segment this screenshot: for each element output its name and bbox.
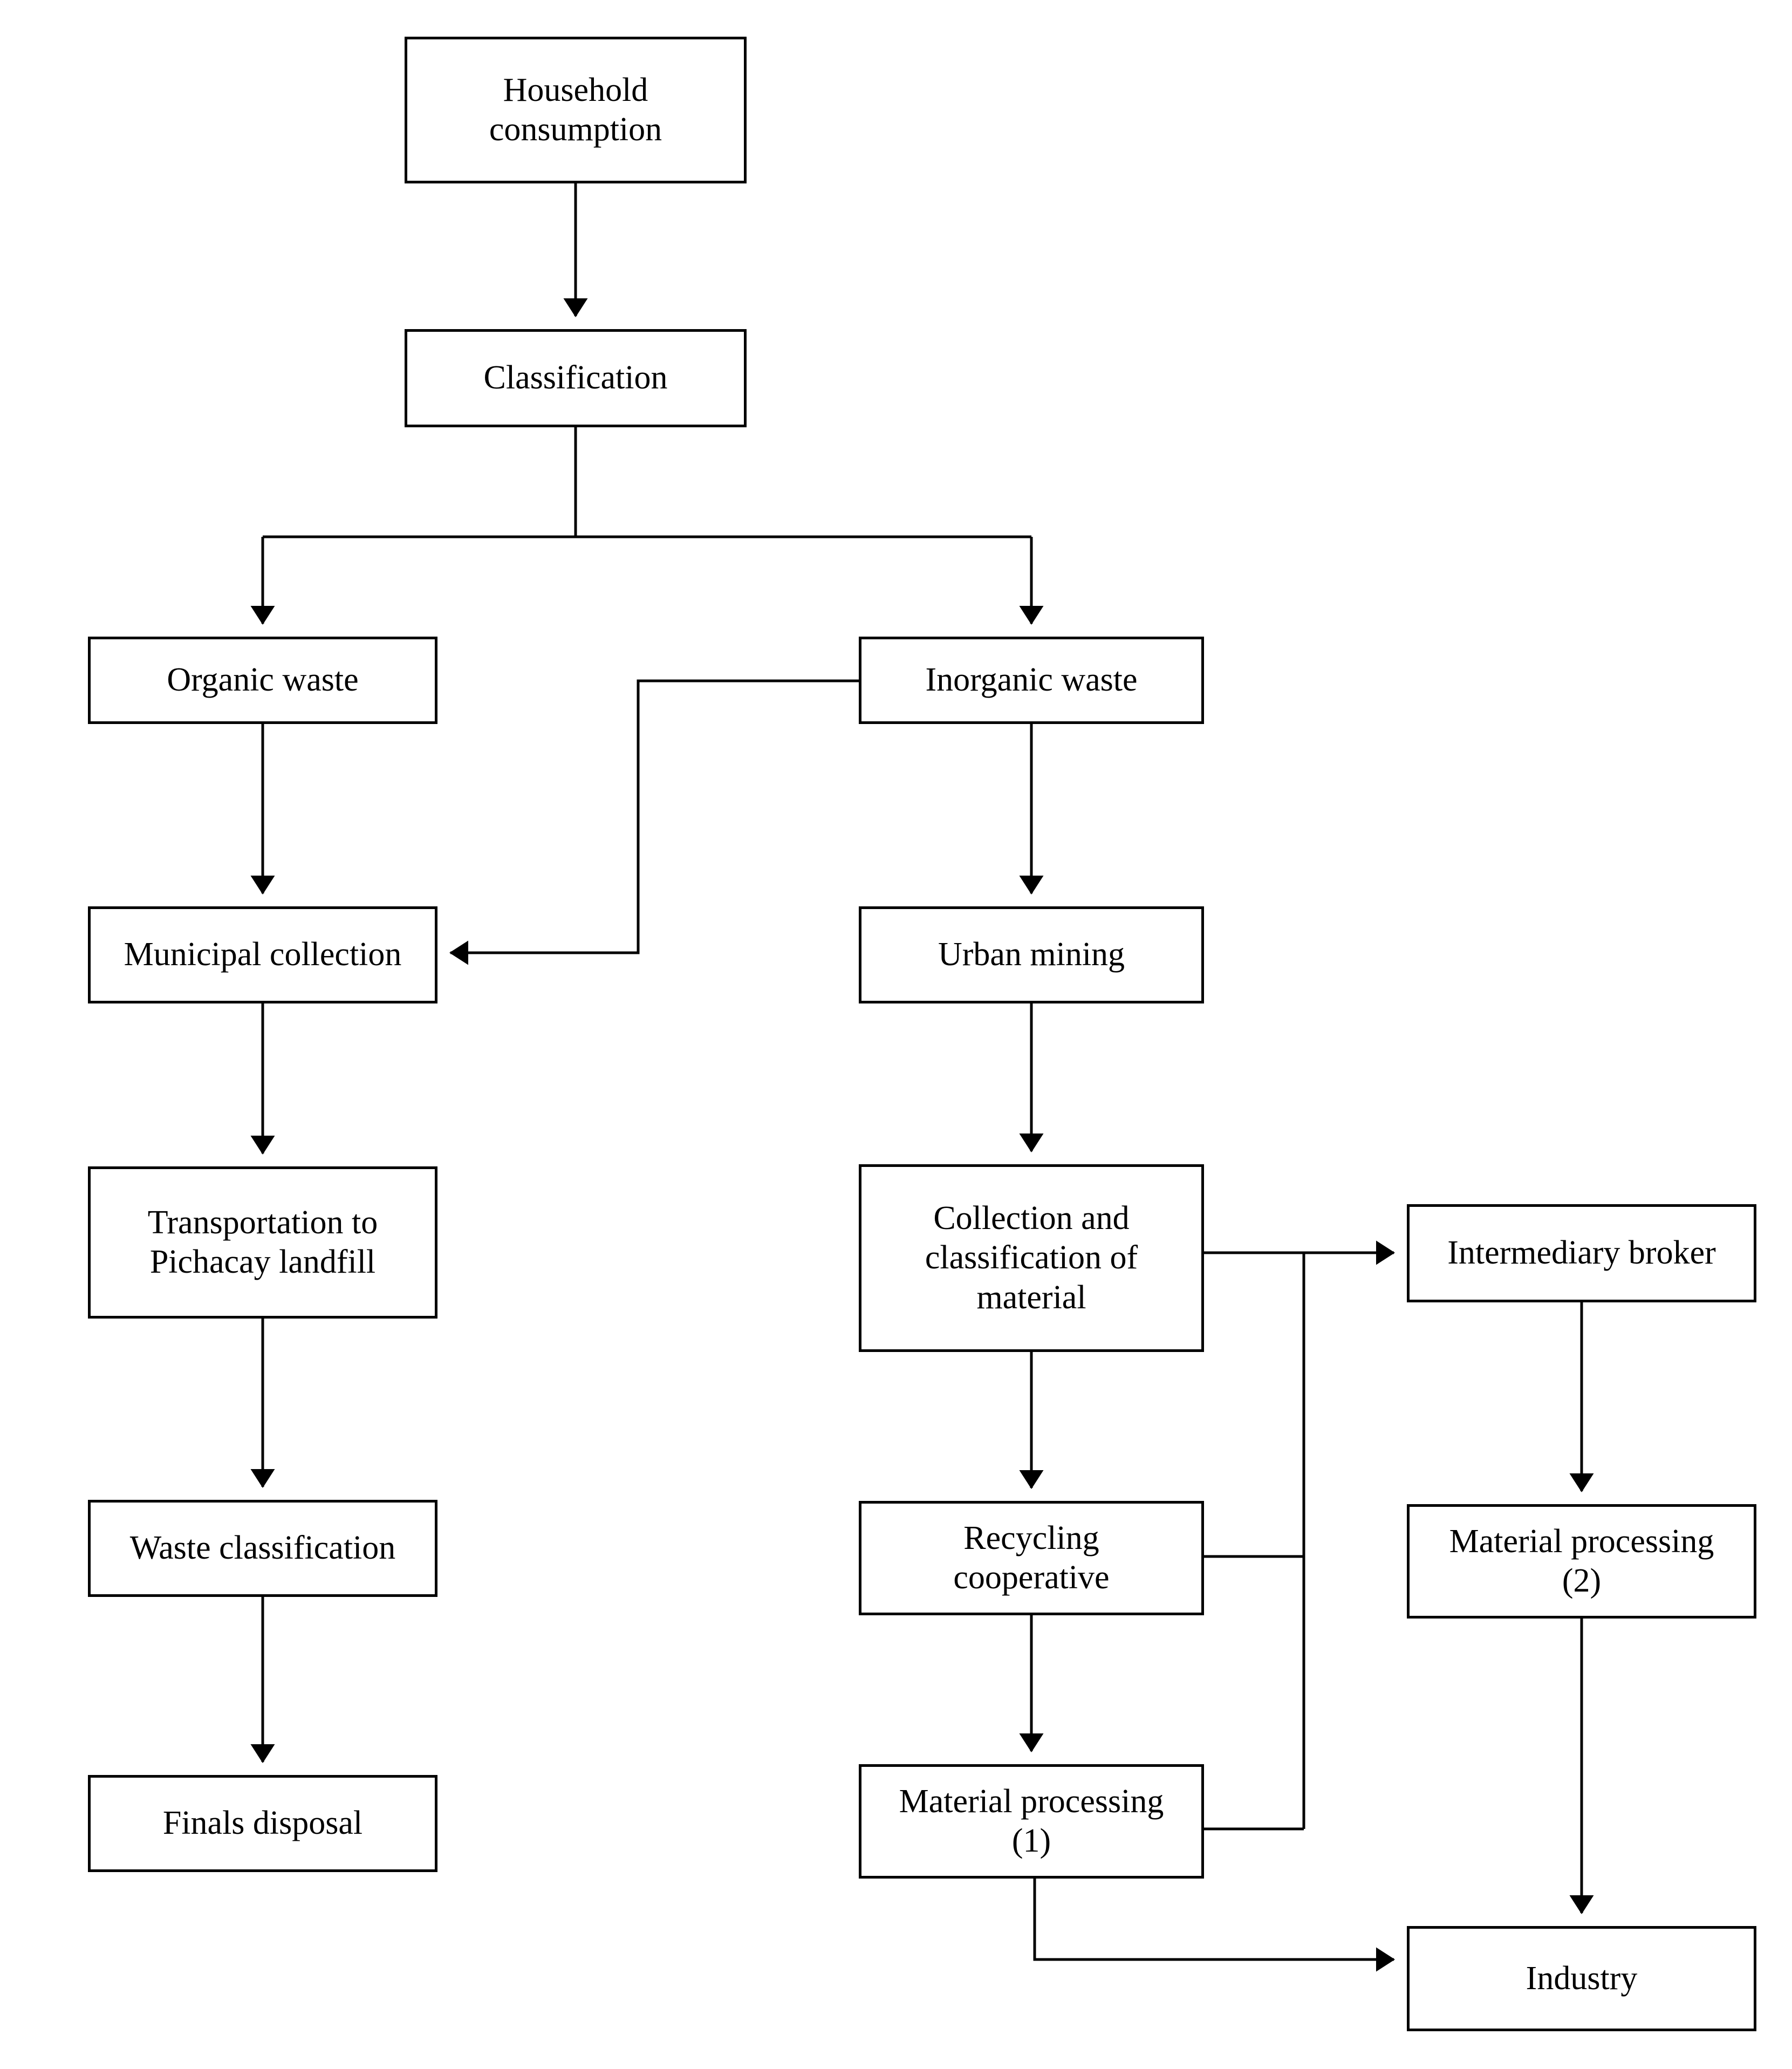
node-label-industry: Industry	[1526, 1959, 1638, 1997]
node-label-material-processing-2: Material processing (2)	[1449, 1522, 1714, 1599]
node-label-waste-classification: Waste classification	[129, 1529, 396, 1567]
node-label-finals-disposal: Finals disposal	[162, 1805, 363, 1842]
node-material-processing-2[interactable]: Material processing (2)	[1407, 1504, 1756, 1619]
node-label-urban-mining: Urban mining	[938, 936, 1125, 973]
node-inorganic-waste[interactable]: Inorganic waste	[859, 637, 1204, 724]
node-label-household-consumption: Household consumption	[489, 71, 662, 148]
node-transportation-pichacay[interactable]: Transportation to Pichacay landfill	[88, 1166, 437, 1319]
node-waste-classification[interactable]: Waste classification	[88, 1500, 437, 1597]
flowchart-edges	[250, 183, 1594, 1972]
node-household-consumption[interactable]: Household consumption	[405, 37, 747, 183]
node-label-recycling-cooperative: Recycling cooperative	[953, 1519, 1110, 1596]
edge-material-processing-1-to-industry	[1033, 1879, 1396, 1972]
node-recycling-cooperative[interactable]: Recycling cooperative	[859, 1501, 1204, 1615]
node-intermediary-broker[interactable]: Intermediary broker	[1407, 1204, 1756, 1302]
node-finals-disposal[interactable]: Finals disposal	[88, 1775, 437, 1872]
node-material-processing-1[interactable]: Material processing (1)	[859, 1764, 1204, 1879]
node-label-transportation-pichacay: Transportation to Pichacay landfill	[147, 1204, 378, 1280]
node-label-organic-waste: Organic waste	[167, 661, 359, 699]
node-urban-mining[interactable]: Urban mining	[859, 906, 1204, 1003]
node-municipal-collection[interactable]: Municipal collection	[88, 906, 437, 1003]
node-organic-waste[interactable]: Organic waste	[88, 637, 437, 724]
node-collection-classification[interactable]: Collection and classification of materia…	[859, 1164, 1204, 1352]
node-label-collection-classification: Collection and classification of materia…	[925, 1200, 1138, 1316]
node-label-municipal-collection: Municipal collection	[124, 936, 402, 973]
node-label-intermediary-broker: Intermediary broker	[1447, 1234, 1716, 1272]
node-label-material-processing-1: Material processing (1)	[899, 1783, 1164, 1859]
edge-inorganic-to-municipal	[449, 679, 859, 965]
node-industry[interactable]: Industry	[1407, 1926, 1756, 2031]
node-label-inorganic-waste: Inorganic waste	[925, 661, 1138, 699]
node-classification[interactable]: Classification	[405, 329, 747, 427]
node-label-classification: Classification	[483, 359, 668, 397]
